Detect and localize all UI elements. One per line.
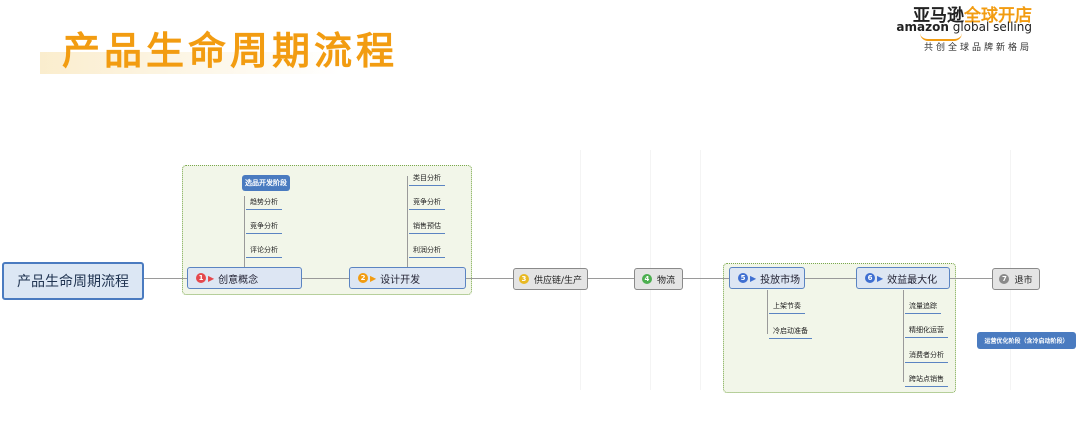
branch-line <box>767 290 768 334</box>
node-label: 物流 <box>656 275 675 286</box>
title-highlight <box>40 52 340 74</box>
node-label: 设计开发 <box>380 274 421 286</box>
branch-line <box>244 196 245 268</box>
n5-child: 上架节奏 <box>769 301 805 314</box>
node-design: 2▶设计开发 <box>349 267 466 289</box>
n2-child: 竞争分析 <box>409 197 445 210</box>
n6-child: 跨站点销售 <box>905 374 948 387</box>
n2-child: 销售预估 <box>409 221 445 234</box>
node-logistics: 4 物流 <box>634 268 683 290</box>
arrow-icon: ▶ <box>370 273 377 283</box>
connector <box>805 278 856 279</box>
n2-child: 类目分析 <box>409 173 445 186</box>
step-badge: 2 <box>358 273 368 283</box>
connector <box>140 278 187 279</box>
connector <box>466 278 513 279</box>
n6-child: 流量追踪 <box>905 301 941 314</box>
branch-line <box>903 290 904 382</box>
brand-en-part2: global selling <box>948 20 1032 34</box>
bg-line <box>700 150 701 390</box>
page-title: 产品生命周期流程 <box>62 29 399 73</box>
brand-cn-part1: 亚马逊 <box>913 6 964 26</box>
step-badge: 1 <box>196 273 206 283</box>
amazon-logo: amazon global selling <box>896 20 1032 34</box>
node-supply-chain: 3 供应链/生产 <box>513 268 588 290</box>
amazon-smile-icon <box>920 33 962 41</box>
connector <box>683 278 729 279</box>
node-label: 创意概念 <box>218 274 259 286</box>
step-badge: 4 <box>641 274 652 284</box>
step-badge: 3 <box>518 274 529 284</box>
step-badge: 7 <box>999 274 1010 284</box>
node-label: 供应链/生产 <box>533 275 583 286</box>
n1-child: 竞争分析 <box>246 221 282 234</box>
n6-child: 消费者分析 <box>905 350 948 363</box>
n5-child: 冷启动准备 <box>769 326 812 339</box>
arrow-icon: ▶ <box>877 273 884 283</box>
connector <box>588 278 634 279</box>
n1-child: 评论分析 <box>246 245 282 258</box>
step-badge: 6 <box>865 273 875 283</box>
node-label: 效益最大化 <box>887 274 938 286</box>
connector <box>302 278 349 279</box>
arrow-icon: ▶ <box>208 273 215 283</box>
node-label: 退市 <box>1014 275 1033 286</box>
ops-stage-label: 运营优化阶段（含冷启动阶段） <box>977 332 1076 349</box>
node-exit: 7 退市 <box>992 268 1040 290</box>
root-node: 产品生命周期流程 <box>2 262 144 300</box>
branch-line <box>407 176 408 268</box>
node-maximize-benefit: 6▶效益最大化 <box>856 267 950 289</box>
n6-child: 精细化运营 <box>905 325 948 338</box>
step-badge: 5 <box>738 273 748 283</box>
brand-cn-part2: 全球开店 <box>964 6 1032 26</box>
node-label: 投放市场 <box>760 274 801 286</box>
n1-child: 趋势分析 <box>246 197 282 210</box>
brand-tagline: 共创全球品牌新格局 <box>923 43 1032 53</box>
node-ideation: 1▶创意概念 <box>187 267 302 289</box>
amazon-brand-cn: 亚马逊全球开店 <box>913 1 1032 26</box>
arrow-icon: ▶ <box>750 273 757 283</box>
node-market-launch: 5▶投放市场 <box>729 267 805 289</box>
n2-child: 利润分析 <box>409 245 445 258</box>
dev-stage-label: 选品开发阶段 <box>242 175 290 191</box>
brand-en-part1: amazon <box>896 20 949 34</box>
connector <box>950 278 992 279</box>
